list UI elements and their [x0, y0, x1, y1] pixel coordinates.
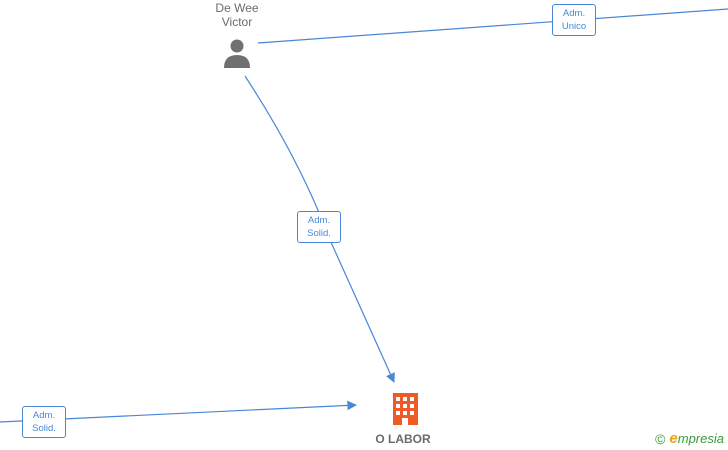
- brand-logo-e: e: [669, 430, 678, 447]
- company-name[interactable]: O LABOR: [375, 432, 431, 446]
- edge-label-line2: Unico: [561, 21, 587, 32]
- empresia-brand: © e mpresia: [655, 430, 724, 447]
- edge-label-line1: Adm.: [32, 410, 56, 421]
- person-name[interactable]: De Wee Victor: [197, 1, 277, 29]
- edge-label-line2: Solid.: [307, 228, 331, 239]
- edge-label-adm-unico[interactable]: Adm. Unico: [552, 4, 596, 36]
- brand-logo-text: mpresia: [677, 431, 724, 446]
- edge-person-to-right: [257, 8, 728, 44]
- edge-label-line1: Adm.: [307, 215, 331, 226]
- edge-label-adm-solid-upper[interactable]: Adm. Solid.: [297, 211, 341, 243]
- person-name-line1: De Wee: [215, 1, 259, 15]
- person-name-line2: Victor: [221, 15, 253, 29]
- building-icon[interactable]: [393, 393, 418, 425]
- edge-label-line1: Adm.: [562, 8, 586, 19]
- person-icon[interactable]: [224, 39, 250, 69]
- copyright-symbol: ©: [655, 430, 666, 447]
- edge-label-line2: Solid.: [32, 423, 56, 434]
- edge-label-adm-solid-lower[interactable]: Adm. Solid.: [22, 406, 66, 438]
